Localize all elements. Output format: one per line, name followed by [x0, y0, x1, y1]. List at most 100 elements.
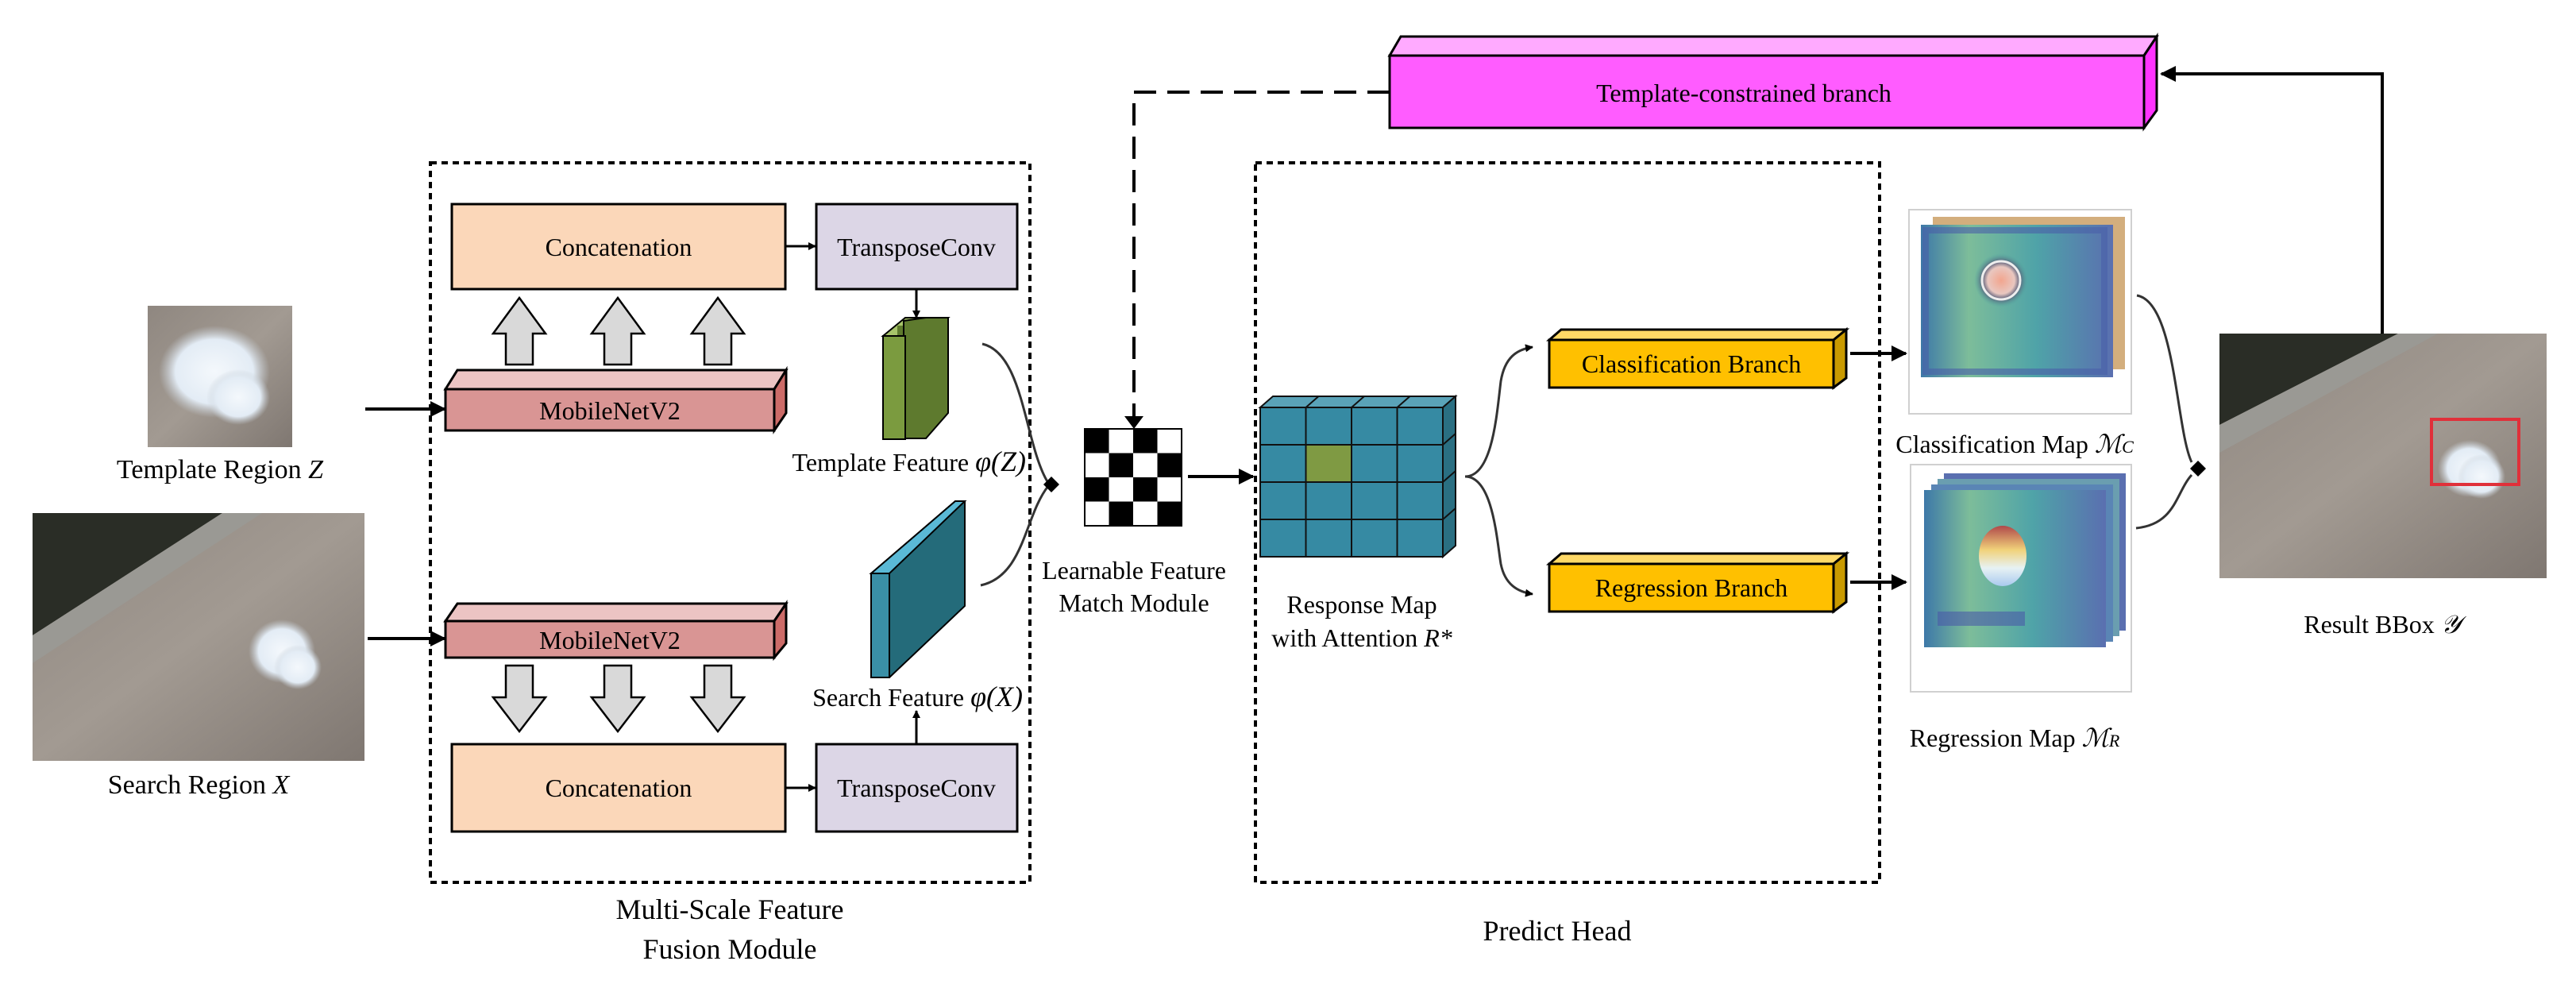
- to-classification-curve: [1464, 344, 1533, 478]
- search-concatenation-block: [450, 743, 787, 833]
- search-transposeconv-label: TransposeConv: [837, 774, 996, 802]
- classification-map-image: [1908, 209, 2132, 415]
- regression-branch-label: Regression Branch: [1595, 573, 1788, 602]
- regression-branch-block: Regression Branch: [1545, 550, 1850, 614]
- checkerboard-cell: [1109, 453, 1133, 477]
- response-map-cell: [1351, 481, 1398, 520]
- result-bbox-label: Result BBox 𝒴: [2304, 610, 2466, 639]
- response-map-grid: [1258, 394, 1458, 559]
- template-feature-label: Template Feature φ(Z): [792, 446, 1026, 477]
- template-transposeconv-block: [815, 203, 1019, 291]
- classification-branch-label: Classification Branch: [1582, 349, 1801, 378]
- response-map-cell: [1396, 444, 1444, 483]
- response-map-cell: [1351, 407, 1398, 446]
- search-region-image: [33, 513, 364, 761]
- template-feature-merge-curve: [981, 342, 1050, 484]
- template-concatenation-block: [450, 203, 787, 291]
- predict-head-title: Predict Head: [1483, 915, 1632, 947]
- template-region-image: [148, 306, 292, 447]
- checkerboard-cell: [1085, 477, 1109, 502]
- response-map-side-divider: [1442, 433, 1456, 446]
- response-map-cell: [1305, 519, 1352, 558]
- template-mobilenetv2-block: MobileNetV2: [443, 365, 789, 434]
- response-map-top-divider: [1305, 396, 1320, 408]
- checkerboard-cell: [1109, 429, 1133, 453]
- search-concatenation-label: Concatenation: [546, 774, 692, 802]
- predict-head-boundary: [1254, 161, 1881, 884]
- fusion-module-title-line1: Multi-Scale Feature: [616, 893, 844, 925]
- bbox-rectangle: [2430, 418, 2520, 486]
- response-map-cell: [1259, 444, 1307, 483]
- template-region-label: Template Region Z: [117, 455, 324, 484]
- checkerboard-cell: [1133, 453, 1158, 477]
- checkerboard-cell: [1109, 501, 1133, 526]
- search-feature-slab: [869, 500, 967, 678]
- search-transposeconv-block: [815, 743, 1019, 833]
- response-map-side-divider: [1442, 508, 1456, 520]
- checkerboard-cell: [1133, 429, 1158, 453]
- down-arrow-icon: [689, 664, 746, 734]
- dashed-arrowhead-icon: [1124, 416, 1143, 429]
- merge-node-icon: [1043, 477, 1059, 492]
- result-bbox-image: [2219, 334, 2547, 578]
- checkerboard-cell: [1109, 477, 1133, 502]
- response-map-label-line2: with Attention R*: [1271, 623, 1452, 652]
- response-map-cell: [1259, 407, 1307, 446]
- checkerboard-cell: [1157, 453, 1182, 477]
- checkerboard-cell: [1133, 477, 1158, 502]
- down-arrow-icon: [589, 664, 646, 734]
- output-merge-node-icon: [2190, 461, 2206, 477]
- classification-branch-block: Classification Branch: [1545, 326, 1850, 390]
- template-transposeconv-label: TransposeConv: [837, 233, 996, 261]
- to-regression-curve: [1464, 475, 1533, 597]
- result-feedback-line: [2160, 66, 2384, 334]
- template-mobilenetv2-label: MobileNetV2: [539, 396, 681, 425]
- response-map-cell: [1396, 481, 1444, 520]
- search-mobilenetv2-label: MobileNetV2: [539, 626, 681, 654]
- response-map-cell: [1305, 407, 1352, 446]
- search-mobilenetv2-block: MobileNetV2: [443, 600, 789, 662]
- search-feature-merge-curve: [980, 485, 1050, 587]
- response-map-attention-cell: [1305, 444, 1352, 483]
- template-up-arrows: [491, 295, 746, 366]
- up-arrow-icon: [491, 295, 548, 366]
- checkerboard-cell: [1157, 501, 1182, 526]
- template-constrained-branch-label: Template-constrained branch: [1596, 79, 1892, 107]
- match-module-label-line1: Learnable Feature: [1042, 556, 1226, 585]
- search-feature-label: Search Feature φ(X): [812, 681, 1023, 712]
- template-concatenation-label: Concatenation: [546, 233, 692, 261]
- classification-map-label: Classification Map ℳC: [1895, 430, 2134, 458]
- classification-merge-curve: [2136, 294, 2193, 463]
- search-down-arrows: [491, 664, 746, 734]
- template-constrained-branch-block: Template-constrained branch: [1387, 33, 2159, 132]
- regression-map-label: Regression Map ℳR: [1910, 724, 2120, 752]
- up-arrow-icon: [589, 295, 646, 366]
- checkerboard-cell: [1085, 501, 1109, 526]
- regression-merge-curve: [2135, 473, 2193, 530]
- response-map-cell: [1351, 519, 1398, 558]
- checkerboard-cell: [1157, 477, 1182, 502]
- response-map-label-line1: Response Map: [1286, 590, 1436, 619]
- response-map-cell: [1259, 519, 1307, 558]
- learnable-feature-match-checkerboard: [1084, 428, 1182, 527]
- checkerboard-cell: [1157, 429, 1182, 453]
- response-map-cell: [1396, 407, 1444, 446]
- response-map-top-divider: [1351, 396, 1365, 408]
- response-map-cell: [1259, 481, 1307, 520]
- down-arrow-icon: [491, 664, 548, 734]
- response-map-cell: [1351, 444, 1398, 483]
- template-feature-slab: [881, 317, 951, 440]
- checkerboard-cell: [1085, 429, 1109, 453]
- response-map-cell: [1396, 519, 1444, 558]
- match-module-label-line2: Match Module: [1059, 589, 1209, 617]
- up-arrow-icon: [689, 295, 746, 366]
- search-region-label: Search Region X: [108, 770, 291, 800]
- fusion-module-title-line2: Fusion Module: [642, 933, 816, 965]
- response-map-cell: [1305, 481, 1352, 520]
- regression-map-image: [1910, 464, 2132, 693]
- response-map-top-divider: [1396, 396, 1411, 408]
- checkerboard-cell: [1133, 501, 1158, 526]
- checkerboard-border: [1084, 428, 1182, 527]
- template-constrained-feedback-dashed-line: [1132, 91, 1390, 416]
